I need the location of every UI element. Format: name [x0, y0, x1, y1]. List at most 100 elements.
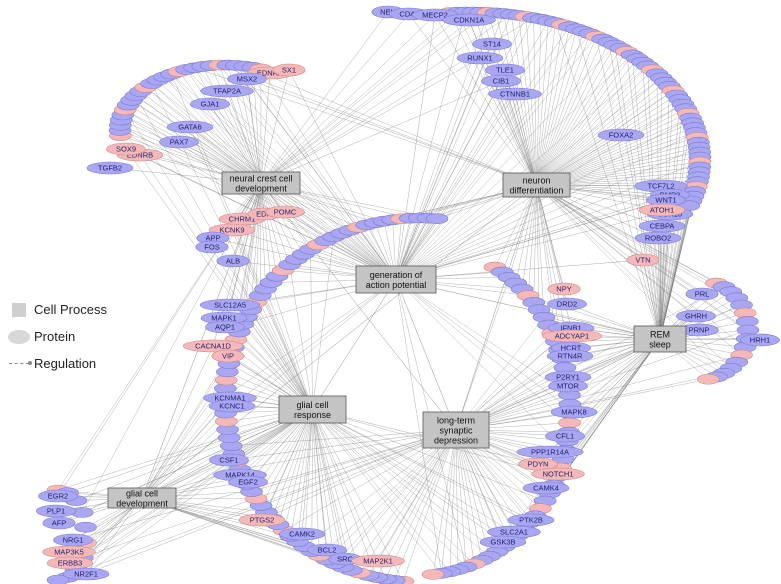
protein-node-sx1: SX1 [272, 63, 306, 77]
regulation-edge [219, 64, 397, 280]
regulation-edge [395, 54, 633, 280]
protein-shape [278, 527, 326, 541]
protein-label: GSK3B [490, 538, 515, 547]
regulation-edge [395, 117, 691, 280]
regulation-edge [326, 429, 457, 551]
regulation-edge [631, 54, 661, 340]
regulation-edge [312, 409, 467, 568]
regulation-edge [536, 41, 610, 186]
protein-shape [507, 513, 555, 527]
regulation-edge [533, 184, 537, 303]
protein-label: GATA6 [178, 123, 201, 132]
regulation-edge [395, 26, 570, 280]
protein-node [46, 574, 70, 584]
protein-label: CHRM1 [229, 215, 256, 224]
regulation-edge [395, 16, 527, 280]
protein-label: CAMK2 [289, 530, 315, 539]
protein-label: POMC [274, 208, 297, 217]
protein-shape [182, 339, 244, 353]
regulation-edge [395, 93, 516, 280]
protein-label: PRNP [689, 326, 710, 335]
regulation-edge [312, 409, 450, 572]
protein-node-cib1: CIB1 [481, 74, 521, 88]
regulation-edge [334, 429, 457, 564]
protein-shape [227, 72, 267, 86]
protein-label: DRD2 [557, 300, 577, 309]
regulation-edge [312, 409, 490, 557]
protein-label: MAPK8 [561, 408, 586, 417]
protein-shape [626, 253, 660, 267]
regulation-edge [310, 249, 313, 410]
protein-shape [531, 467, 585, 481]
protein-shape [638, 203, 686, 217]
regulation-edge [536, 65, 648, 186]
protein-node [697, 373, 720, 385]
protein-node-tfap2a: TFAP2A [200, 84, 254, 98]
regulation-edge [533, 17, 537, 186]
regulation-edge [260, 182, 266, 289]
protein-label: SRC [337, 555, 353, 564]
regulation-edge [178, 71, 262, 184]
regulation-edge [260, 11, 466, 184]
process-label: neuron [522, 176, 550, 186]
regulation-edge [271, 409, 313, 519]
regulation-edge [260, 68, 397, 280]
protein-label: VTN [636, 256, 651, 265]
protein-node-aqp1: AQP1 [205, 320, 245, 334]
protein-node-msx2: MSX2 [227, 72, 267, 86]
protein-shape [216, 254, 250, 268]
regulation-edge [312, 409, 360, 574]
protein-label: TFAP2A [213, 87, 241, 96]
regulation-edge [395, 194, 671, 280]
protein-label: KCNC1 [219, 402, 244, 411]
regulation-edge [189, 126, 397, 280]
regulation-edge [151, 83, 262, 184]
regulation-edge [536, 44, 616, 186]
protein-shape [208, 399, 256, 413]
protein-label: PLP1 [47, 507, 65, 516]
regulation-edge [57, 409, 313, 581]
regulation-edge [141, 184, 537, 499]
protein-node-gsk3b: GSK3B [479, 535, 527, 549]
regulation-edge [304, 429, 457, 547]
regulation-edge [395, 279, 442, 574]
regulation-edge [246, 78, 262, 184]
protein-shape [38, 489, 78, 503]
regulation-edge [536, 58, 638, 186]
process-label: development [235, 184, 287, 194]
protein-label: EDNRB [127, 151, 153, 160]
protein-shape [546, 349, 594, 363]
regulation-edge [395, 36, 597, 280]
regulation-edge [260, 14, 512, 184]
process-label: neural crest cell [229, 174, 292, 184]
regulation-edge [312, 279, 397, 410]
regulation-edge [521, 184, 537, 290]
regulation-edge [312, 409, 532, 521]
regulation-edge [209, 103, 397, 280]
protein-node-vip: VIP [211, 349, 245, 363]
regulation-edge [395, 57, 481, 280]
regulation-edge [260, 69, 290, 184]
regulation-edge [536, 184, 732, 369]
regulation-edge [244, 65, 537, 186]
regulation-edge [260, 182, 262, 296]
protein-shape [351, 554, 405, 568]
regulation-edge [395, 22, 556, 280]
regulation-edge [312, 409, 475, 565]
protein-node-map3k5: MAP3K5 [42, 545, 96, 559]
regulation-edge [659, 225, 663, 340]
regulation-edge [260, 12, 489, 184]
regulation-edge [359, 429, 457, 574]
legend: Cell Process Protein Regulation [8, 296, 148, 377]
regulation-edge [85, 409, 313, 575]
regulation-edge [659, 127, 695, 340]
regulation-edge [501, 184, 537, 273]
protein-label: ROBO2 [645, 234, 671, 243]
process-label: action potential [366, 280, 427, 290]
regulation-edge [244, 66, 397, 280]
regulation-edge [171, 73, 262, 184]
regulation-edge [194, 67, 262, 184]
